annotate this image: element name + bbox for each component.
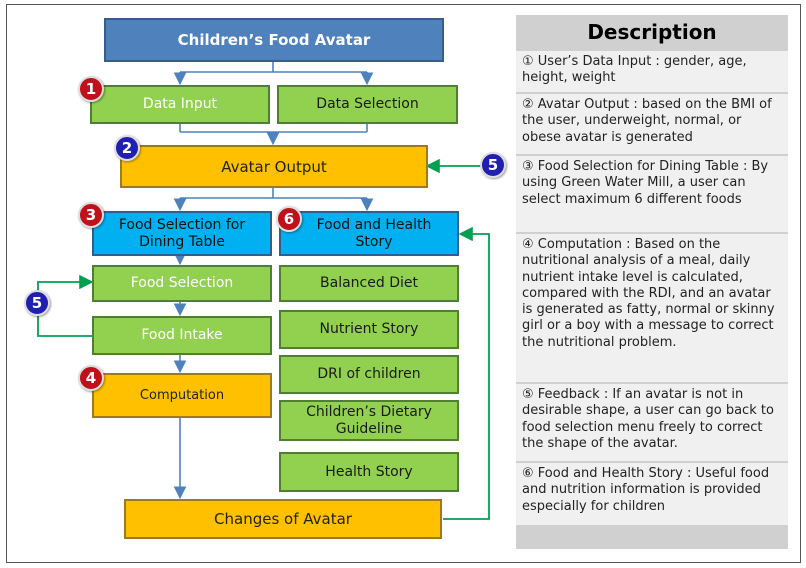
badge-3: 3	[78, 202, 104, 228]
food-health-story-box: Food and Health Story	[279, 211, 459, 256]
changes-of-avatar-box: Changes of Avatar	[124, 499, 442, 539]
description-item-3: ③ Food Selection for Dining Table : By u…	[516, 156, 788, 232]
title-box: Children’s Food Avatar	[104, 18, 444, 62]
description-item-6: ⑥ Food and Health Story : Useful food an…	[516, 463, 788, 525]
badge-4: 4	[78, 365, 104, 391]
dietary-guideline-box: Children’s Dietary Guideline	[279, 400, 459, 441]
badge-5-left: 5	[24, 290, 50, 316]
avatar-output-box: Avatar Output	[120, 145, 428, 188]
balanced-diet-box: Balanced Diet	[279, 265, 459, 302]
description-item-4: ④ Computation : Based on the nutritional…	[516, 234, 788, 382]
dri-box: DRI of children	[279, 355, 459, 394]
nutrient-story-box: Nutrient Story	[279, 310, 459, 349]
badge-2: 2	[114, 135, 140, 161]
data-input-box: Data Input	[90, 85, 270, 124]
data-selection-box: Data Selection	[277, 85, 458, 124]
food-intake-box: Food Intake	[92, 316, 272, 355]
health-story-box: Health Story	[279, 452, 459, 492]
badge-6: 6	[276, 206, 302, 232]
description-item-5: ⑤ Feedback : If an avatar is not in desi…	[516, 384, 788, 461]
description-title: Description	[516, 15, 788, 49]
food-selection-dining-box: Food Selection for Dining Table	[92, 211, 272, 256]
description-item-2: ② Avatar Output : based on the BMI of th…	[516, 94, 788, 154]
badge-5-right: 5	[480, 152, 506, 178]
food-selection-box: Food Selection	[92, 265, 272, 302]
computation-box: Computation	[92, 373, 272, 418]
description-item-1: ① User’s Data Input : gender, age, heigh…	[516, 51, 788, 92]
badge-1: 1	[78, 76, 104, 102]
